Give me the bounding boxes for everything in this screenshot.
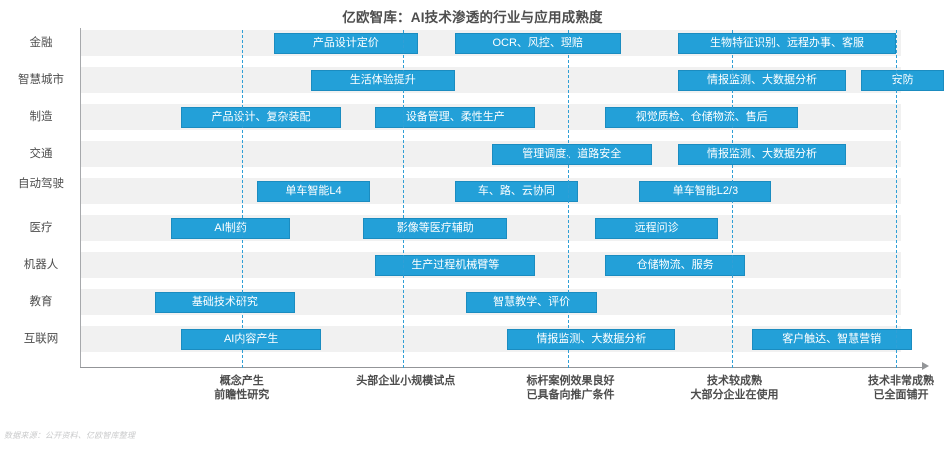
stage-label-3: 标杆案例效果良好已具备向推广条件 [491, 374, 651, 402]
application-bar[interactable]: 生活体验提升 [310, 69, 455, 91]
category-label-line: 教育 [29, 295, 53, 308]
application-bar[interactable]: 生产过程机械臂等 [375, 254, 536, 276]
stage-label-5: 技术非常成熟已全面铺开 [821, 374, 945, 402]
application-bar[interactable]: 情报监测、大数据分析 [507, 328, 676, 350]
application-bar[interactable]: 安防 [860, 69, 945, 91]
stage-label-line: 标杆案例效果良好 [526, 375, 615, 387]
stage-label-line: 已具备向推广条件 [526, 389, 615, 401]
horizontal-axis-line [80, 367, 925, 368]
category-label-机器人: 机器人 [4, 259, 78, 272]
application-bar[interactable]: OCR、风控、理赔 [454, 32, 621, 54]
category-label-line: 医疗 [29, 221, 53, 234]
application-bar[interactable]: 仓储物流、服务 [604, 254, 746, 276]
category-label-line: 交通 [29, 147, 53, 160]
stage-label-2: 头部企业小规模试点 [326, 374, 486, 388]
stage-label-line: 已全面铺开 [873, 389, 929, 401]
application-bar[interactable]: 基础技术研究 [154, 291, 296, 313]
application-bar[interactable]: 设备管理、柔性生产 [375, 106, 536, 128]
application-bar[interactable]: 产品设计定价 [273, 32, 418, 54]
application-bar[interactable]: 视觉质检、仓储物流、售后 [604, 106, 799, 128]
category-label-自动驾驶: 自动驾驶 [4, 178, 78, 191]
stage-gridline [732, 30, 734, 368]
stage-label-line: 大部分企业在使用 [690, 389, 779, 401]
stage-label-1: 概念产生前瞻性研究 [162, 374, 322, 402]
application-bar[interactable]: 远程问诊 [595, 217, 719, 239]
application-bar[interactable]: 单车智能L4 [257, 180, 370, 202]
stage-label-line: 概念产生 [219, 375, 264, 387]
vertical-axis-line [80, 28, 81, 368]
stage-label-4: 技术较成熟大部分企业在使用 [655, 374, 815, 402]
application-bar[interactable]: AI制药 [171, 217, 291, 239]
stage-gridline [568, 30, 570, 368]
application-bar[interactable]: 单车智能L2/3 [639, 180, 772, 202]
application-bar[interactable]: 车、路、云协同 [454, 180, 578, 202]
category-label-line: 金融 [29, 36, 53, 49]
category-label-交通: 交通 [4, 148, 78, 161]
stage-gridline [403, 30, 405, 368]
category-label-line: 自动 [18, 178, 41, 190]
application-bar[interactable]: 情报监测、大数据分析 [677, 143, 847, 165]
application-bar[interactable]: AI内容产生 [181, 328, 322, 350]
application-bar[interactable]: 情报监测、大数据分析 [677, 69, 847, 91]
stage-label-line: 头部企业小规模试点 [356, 375, 456, 387]
category-label-智慧城市: 智慧城市 [4, 74, 78, 87]
application-bar[interactable]: 管理调度、道路安全 [491, 143, 652, 165]
category-label-line: 制造 [29, 110, 53, 123]
category-label-line: 互联网 [23, 332, 59, 345]
stage-label-line: 技术较成熟 [707, 375, 763, 387]
application-bar[interactable]: 产品设计、复杂装配 [181, 106, 341, 128]
application-bar[interactable]: 生物特征识别、远程办事、客服 [677, 32, 897, 54]
category-label-医疗: 医疗 [4, 222, 78, 235]
stage-label-line: 技术非常成熟 [868, 375, 934, 387]
category-label-line: 机器人 [23, 258, 59, 271]
application-bar[interactable]: 智慧教学、评价 [466, 291, 597, 313]
axis-arrow-icon [922, 362, 929, 370]
category-axis-labels: 金融智慧城市制造交通自动驾驶医疗机器人教育互联网 [0, 30, 78, 362]
stage-label-line: 前瞻性研究 [214, 389, 270, 401]
application-bar[interactable]: 影像等医疗辅助 [363, 217, 508, 239]
application-bar[interactable]: 客户触达、智慧营销 [751, 328, 912, 350]
category-label-教育: 教育 [4, 296, 78, 309]
stage-gridline [896, 30, 898, 368]
category-label-制造: 制造 [4, 111, 78, 124]
category-label-line: 驾驶 [41, 178, 64, 190]
stage-gridline [241, 30, 243, 368]
category-label-line: 智慧城市 [18, 73, 64, 86]
category-label-互联网: 互联网 [4, 333, 78, 346]
chart-title: 亿欧智库：AI技术渗透的行业与应用成熟度 [342, 10, 603, 25]
category-label-金融: 金融 [4, 37, 78, 50]
source-note: 数据来源：公开资料、亿欧智库整理 [4, 431, 136, 440]
